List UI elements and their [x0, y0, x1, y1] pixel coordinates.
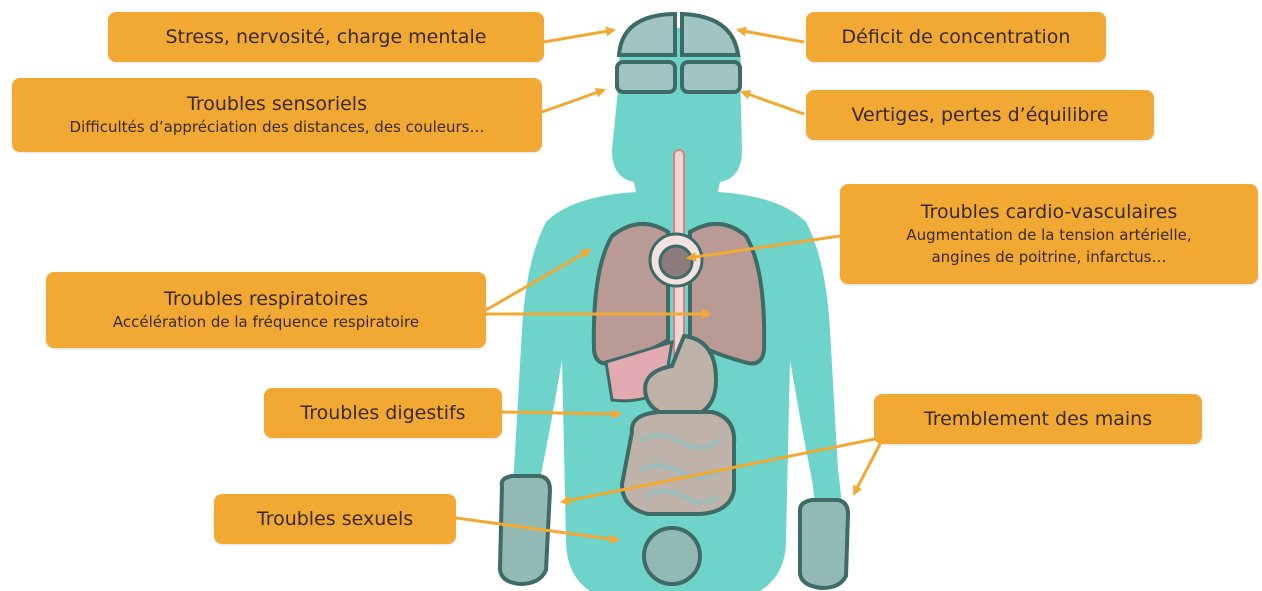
callout-respiratoires-title: Troubles respiratoires [164, 287, 368, 311]
callout-cardio-detail-line1: Augmentation de la tension artérielle, [906, 224, 1191, 246]
callout-sensoriels: Troubles sensoriels Difficultés d’appréc… [12, 78, 542, 152]
callout-vertiges: Vertiges, pertes d’équilibre [806, 90, 1154, 140]
brain-lower-left [617, 62, 675, 92]
callout-vertiges-title: Vertiges, pertes d’équilibre [852, 103, 1109, 127]
callout-tremblement: Tremblement des mains [874, 394, 1202, 444]
callout-digestifs-title: Troubles digestifs [300, 401, 465, 425]
callout-stress-title: Stress, nervosité, charge mentale [166, 25, 487, 49]
callout-respiratoires-detail: Accélération de la fréquence respiratoir… [113, 311, 419, 333]
callout-stress: Stress, nervosité, charge mentale [108, 12, 544, 62]
brain-lower-right [682, 62, 740, 92]
heart [660, 246, 692, 278]
callout-digestifs: Troubles digestifs [264, 388, 502, 438]
callout-concentration: Déficit de concentration [806, 12, 1106, 62]
right-hand [800, 500, 848, 588]
callout-tremblement-title: Tremblement des mains [924, 407, 1152, 431]
brain-upper-left [619, 14, 675, 55]
left-hand [500, 476, 550, 584]
callout-sexuels-title: Troubles sexuels [257, 507, 413, 531]
callout-concentration-title: Déficit de concentration [842, 25, 1071, 49]
brain-upper-right [682, 14, 738, 55]
callout-cardio-detail-line2: angines de poitrine, infarctus… [931, 246, 1166, 268]
callout-cardio: Troubles cardio-vasculaires Augmentation… [840, 184, 1258, 284]
bladder [644, 528, 700, 584]
callout-sexuels: Troubles sexuels [214, 494, 456, 544]
callout-sensoriels-title: Troubles sensoriels [187, 92, 367, 116]
callout-sensoriels-detail: Difficultés d’appréciation des distances… [70, 116, 485, 138]
callout-respiratoires: Troubles respiratoires Accélération de l… [46, 272, 486, 348]
callout-cardio-title: Troubles cardio-vasculaires [921, 200, 1178, 224]
